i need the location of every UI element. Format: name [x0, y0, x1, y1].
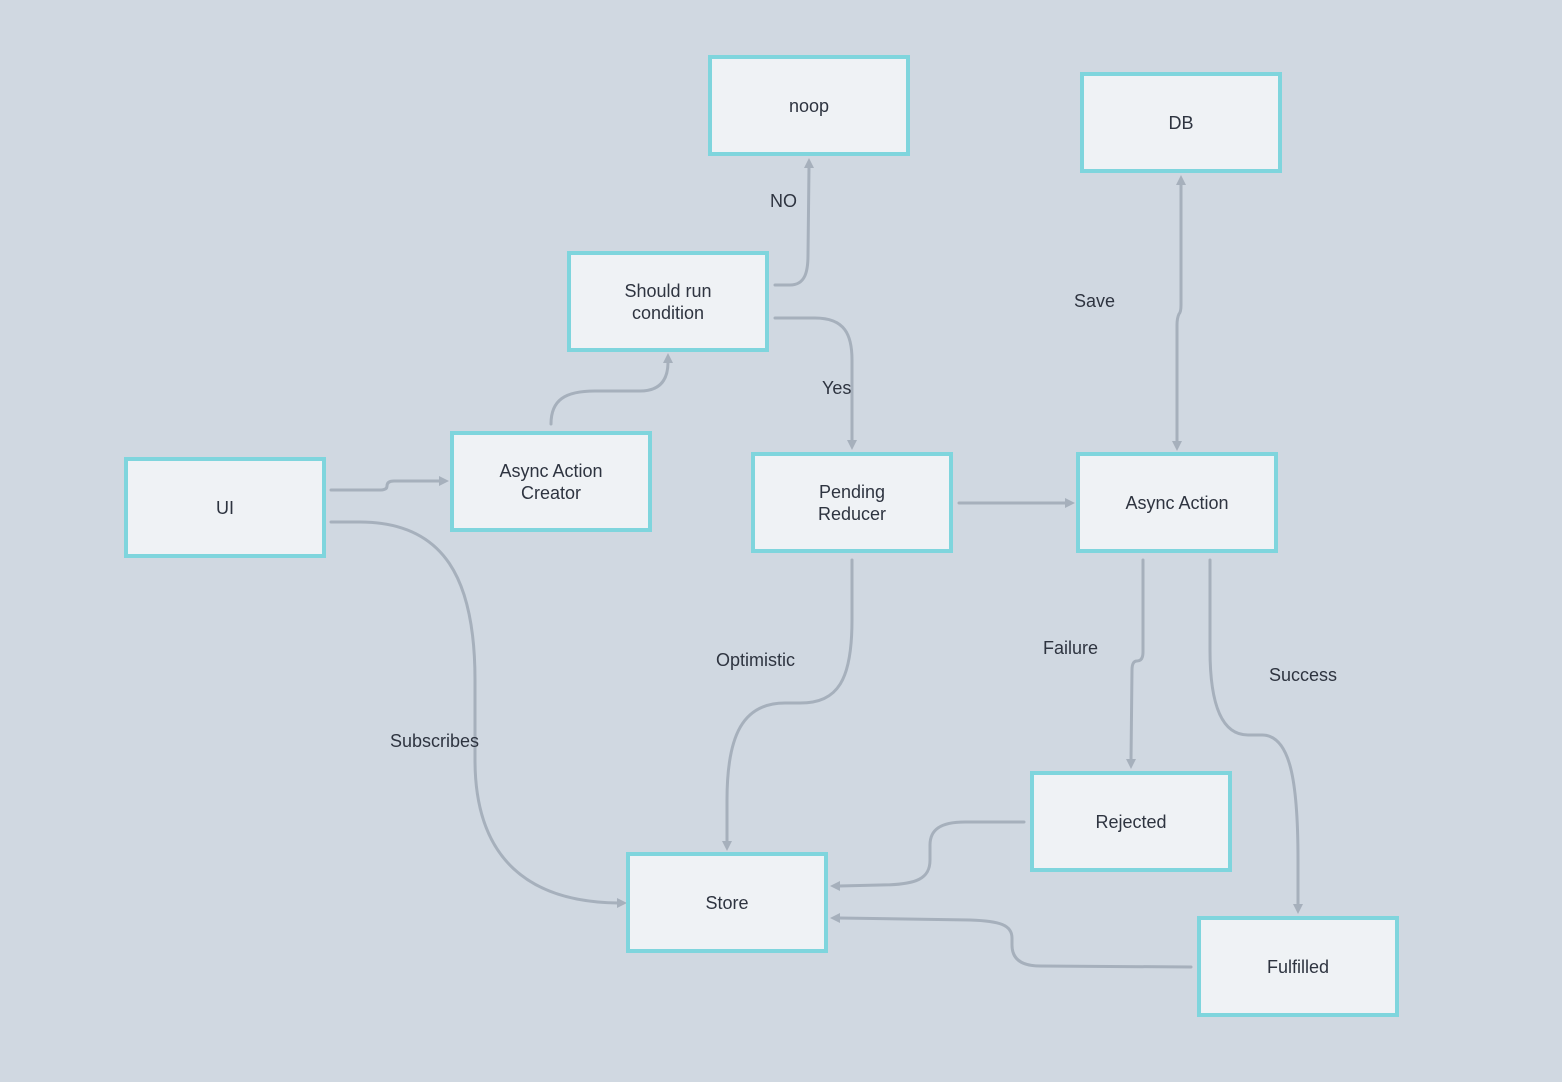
arrowhead [847, 440, 857, 450]
node-rejected-label: Rejected [1095, 811, 1167, 832]
node-noop-label: noop [788, 95, 830, 116]
edge-label-optimistic: Optimistic [716, 650, 796, 670]
node-store[interactable]: Store [626, 852, 828, 953]
arrowhead [1293, 904, 1303, 914]
arrowhead [1176, 175, 1186, 185]
node-async-action-creator[interactable]: Async Action Creator [450, 431, 652, 532]
edge-fulfilled-to-store [837, 916, 1193, 969]
node-noop[interactable]: noop [708, 55, 910, 156]
edge-ui-to-creator [329, 479, 442, 492]
node-async-action-creator-label: Async Action Creator [499, 460, 603, 503]
edge-label-yes: Yes [822, 378, 852, 398]
edge-label-failure: Failure [1043, 638, 1099, 658]
node-async-action-label: Async Action [1125, 492, 1229, 513]
node-pending-reducer-label: Pending Reducer [817, 481, 887, 524]
edge-label-subscribes: Subscribes [390, 731, 480, 751]
edge-async-action-db [1175, 182, 1183, 444]
node-fulfilled-label: Fulfilled [1266, 956, 1330, 977]
arrowhead [439, 476, 449, 486]
edge-label-no: NO [770, 191, 797, 211]
node-rejected[interactable]: Rejected [1030, 771, 1232, 872]
node-pending-reducer[interactable]: Pending Reducer [751, 452, 953, 553]
edge-should-run-to-noop [773, 165, 811, 287]
arrowhead [722, 841, 732, 851]
node-db[interactable]: DB [1080, 72, 1282, 173]
node-fulfilled[interactable]: Fulfilled [1197, 916, 1399, 1017]
edge-should-run-to-pending [773, 316, 854, 443]
edge-async-action-to-fulfilled [1208, 558, 1300, 907]
arrowhead [830, 881, 840, 891]
arrowhead [617, 898, 627, 908]
edge-pending-to-store [725, 558, 854, 844]
edge-ui-to-store [329, 520, 620, 905]
edge-creator-to-should-run [549, 360, 670, 426]
arrowhead [663, 353, 673, 363]
node-store-label: Store [705, 892, 749, 913]
node-async-action[interactable]: Async Action [1076, 452, 1278, 553]
arrowhead [1065, 498, 1075, 508]
arrowhead [1126, 759, 1136, 769]
node-should-run-condition-label: Should run condition [624, 280, 712, 323]
node-should-run-condition[interactable]: Should run condition [567, 251, 769, 352]
node-db-label: DB [1168, 112, 1194, 133]
arrowhead [830, 913, 840, 923]
arrowhead [1172, 441, 1182, 451]
edge-async-action-to-rejected [1129, 558, 1145, 762]
edge-label-success: Success [1269, 665, 1338, 685]
arrowhead [804, 158, 814, 168]
node-ui-label: UI [216, 497, 234, 518]
edge-label-save: Save [1074, 291, 1116, 311]
edge-rejected-to-store [837, 820, 1026, 888]
node-ui[interactable]: UI [124, 457, 326, 558]
